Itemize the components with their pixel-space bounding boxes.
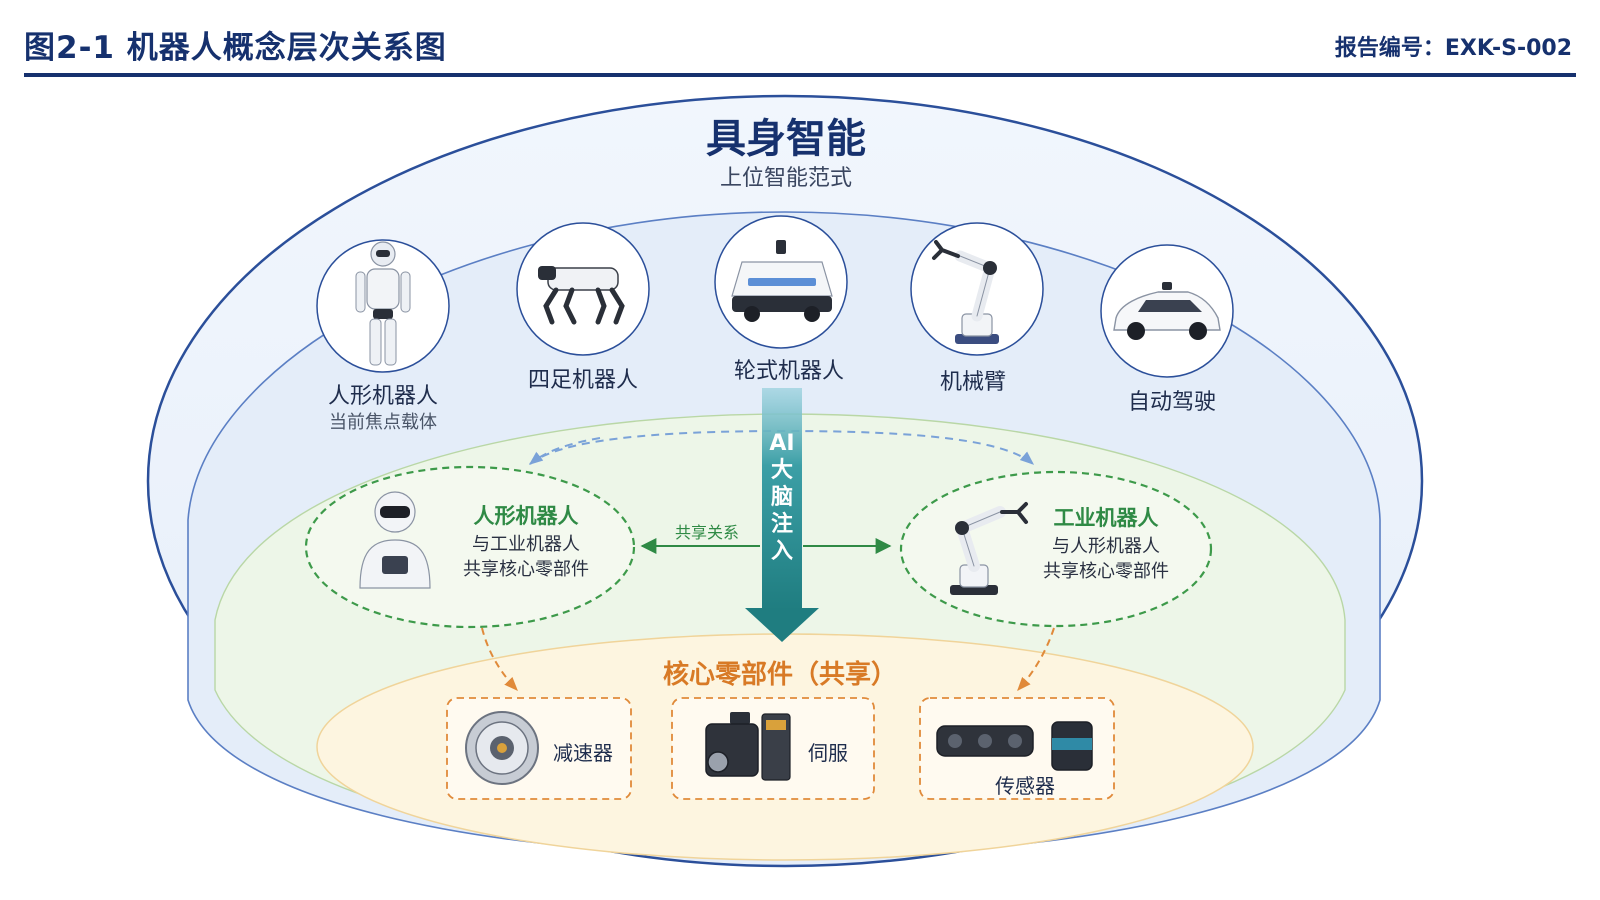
form-label-autonomous-driving: 自动驾驶 (1127, 390, 1216, 415)
group-humanoid-desc-line1: 与工业机器人 (472, 534, 580, 555)
sensor-icon (936, 721, 1093, 771)
component-label-reducer: 减速器 (553, 741, 613, 765)
form-quadruped (516, 222, 650, 356)
core-components-title: 核心零部件（共享） (662, 660, 897, 690)
form-robotic-arm (910, 222, 1044, 356)
form-label-wheeled: 轮式机器人 (733, 359, 844, 384)
quadruped-robot-icon (538, 266, 625, 325)
figure-title: 图2-1 机器人概念层次关系图 (24, 30, 447, 66)
group-humanoid-title: 人形机器人 (473, 504, 579, 528)
humanoid-robot-icon (355, 241, 411, 366)
group-humanoid-desc-line2: 共享核心零部件 (463, 559, 589, 580)
header: 图2-1 机器人概念层次关系图 报告编号：EXK-S-002 (24, 0, 1576, 80)
form-humanoid (316, 239, 450, 373)
embodied-intelligence-title: 具身智能 (706, 116, 866, 162)
ai-injection-label: AI大脑注入 (769, 431, 795, 564)
form-autonomous-driving (1100, 244, 1234, 378)
report-number: 报告编号：EXK-S-002 (1334, 36, 1572, 61)
ai-injection-arrow (745, 388, 819, 642)
form-wheeled (714, 215, 848, 349)
form-label-robotic-arm: 机械臂 (939, 370, 1006, 395)
form-sublabel-humanoid: 当前焦点载体 (329, 412, 437, 433)
form-label-humanoid: 人形机器人 (327, 384, 438, 409)
component-label-servo: 伺服 (808, 741, 848, 765)
humanoid-to-core-arrow (481, 627, 518, 692)
wheeled-robot-icon (731, 240, 833, 322)
header-rule (24, 73, 1576, 77)
form-label-quadruped: 四足机器人 (527, 368, 638, 393)
autonomous-car-icon (1113, 282, 1221, 340)
robotic-arm-icon (932, 240, 999, 344)
group-industrial-title: 工业机器人 (1053, 506, 1159, 530)
humanoid-robot-icon (359, 491, 431, 589)
industrial-to-core-arrow (1017, 627, 1055, 692)
embodied-intelligence-subtitle: 上位智能范式 (719, 166, 852, 191)
group-industrial-desc-line1: 与人形机器人 (1052, 536, 1160, 557)
shared-relation-label: 共享关系 (674, 523, 739, 542)
reducer-gear-icon (465, 711, 539, 785)
group-industrial-desc-line2: 共享核心零部件 (1043, 561, 1169, 582)
forms-to-layer-dashed-arc-left (528, 437, 601, 465)
industrial-robot-icon (950, 502, 1028, 595)
component-label-sensor: 传感器 (995, 774, 1055, 798)
servo-motor-icon (705, 712, 791, 781)
